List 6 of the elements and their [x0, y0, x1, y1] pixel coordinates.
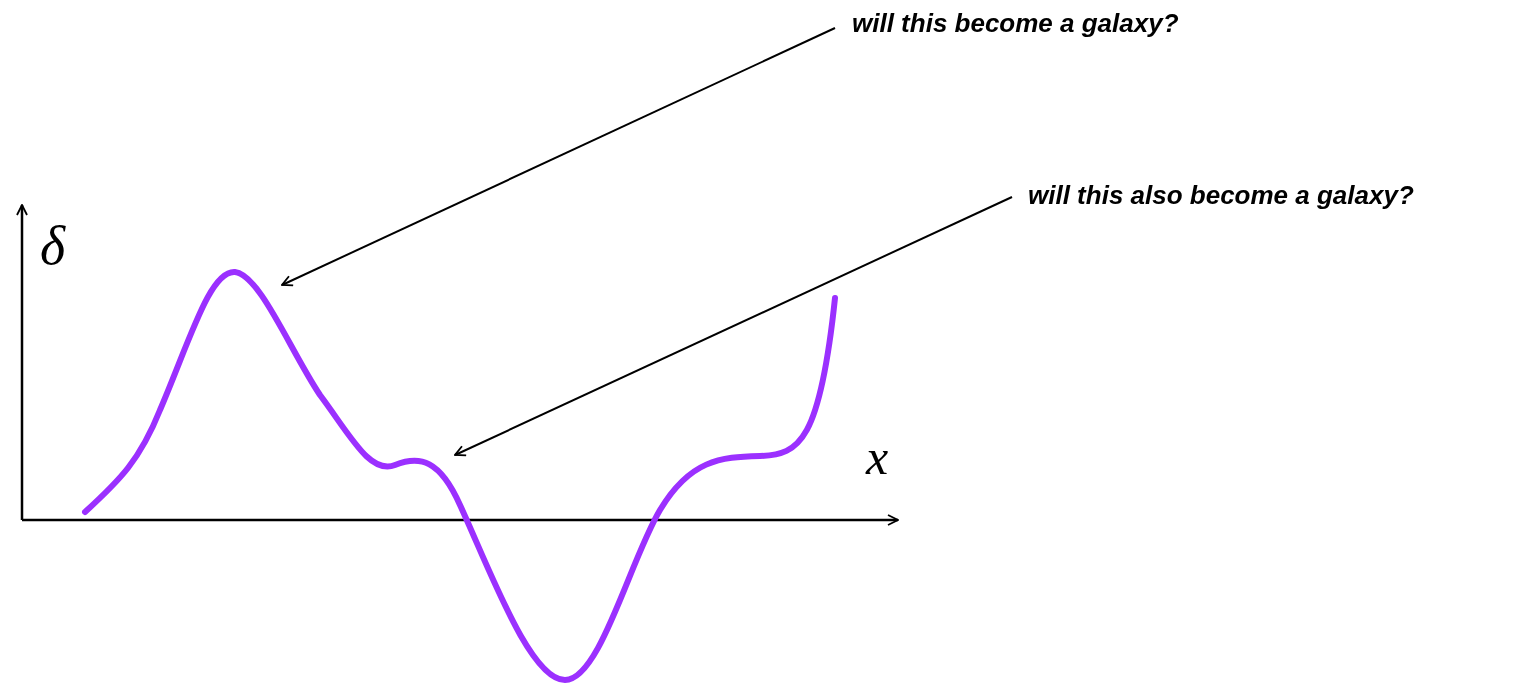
question-text: will this become a galaxy?	[852, 8, 1179, 39]
axis-label: δ	[40, 215, 66, 277]
leader-line	[281, 27, 836, 287]
question-text: will this also become a galaxy?	[1028, 180, 1414, 211]
axis-label: x	[866, 428, 889, 486]
leader-line	[454, 196, 1013, 457]
